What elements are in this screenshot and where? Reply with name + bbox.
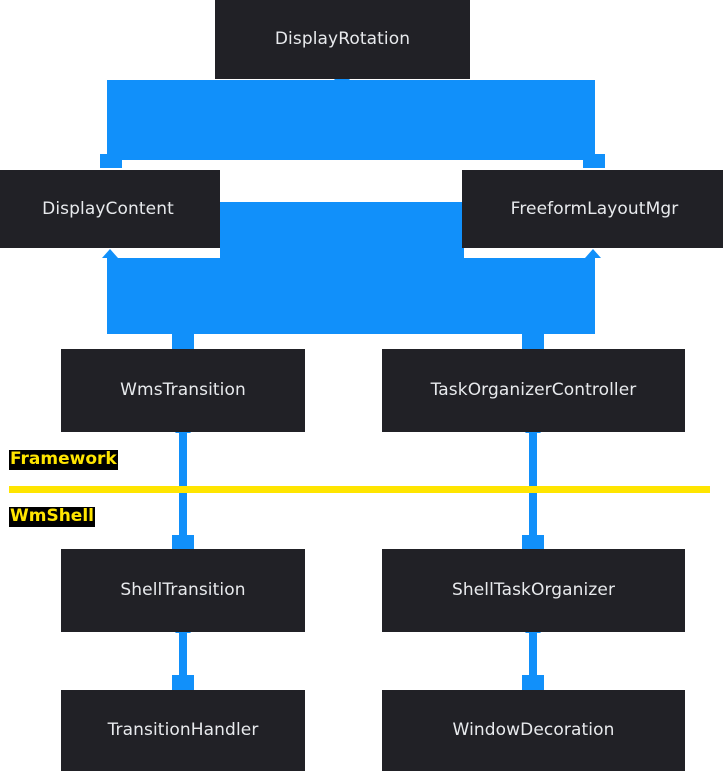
node-task-organizer-controller[interactable]: TaskOrganizerController [382,349,685,432]
node-shell-transition[interactable]: ShellTransition [61,549,305,632]
arrowhead-up-display-content [102,249,118,258]
edge-transition-handler-to-shell-transition [179,632,187,690]
layer-label-framework: Framework [9,449,118,470]
anchor-shell-transition-top [172,535,194,551]
layer-divider-line [9,486,710,493]
edge-window-decoration-to-shell-task-organizer [529,632,537,690]
node-display-rotation[interactable]: DisplayRotation [215,0,470,79]
anchor-display-content-top [100,154,122,168]
node-shell-task-organizer[interactable]: ShellTaskOrganizer [382,549,685,632]
node-wms-transition[interactable]: WmsTransition [61,349,305,432]
arrowhead-up-freeform-layout-mgr [585,249,601,258]
anchor-wms-transition-top [172,334,194,350]
edge-wms-transition-to-display-content [107,258,595,334]
anchor-transition-handler-top [172,675,194,691]
anchor-task-organizer-controller-top [522,334,544,350]
edge-display-content-to-display-rotation [107,80,595,160]
node-transition-handler[interactable]: TransitionHandler [61,690,305,771]
layer-label-wmshell: WmShell [9,506,95,527]
node-freeform-layout-mgr[interactable]: FreeformLayoutMgr [462,170,723,248]
anchor-freeform-layout-mgr-top [583,154,605,168]
anchor-shell-task-organizer-top [522,535,544,551]
node-window-decoration[interactable]: WindowDecoration [382,690,685,771]
node-display-content[interactable]: DisplayContent [0,170,220,248]
anchor-window-decoration-top [522,675,544,691]
